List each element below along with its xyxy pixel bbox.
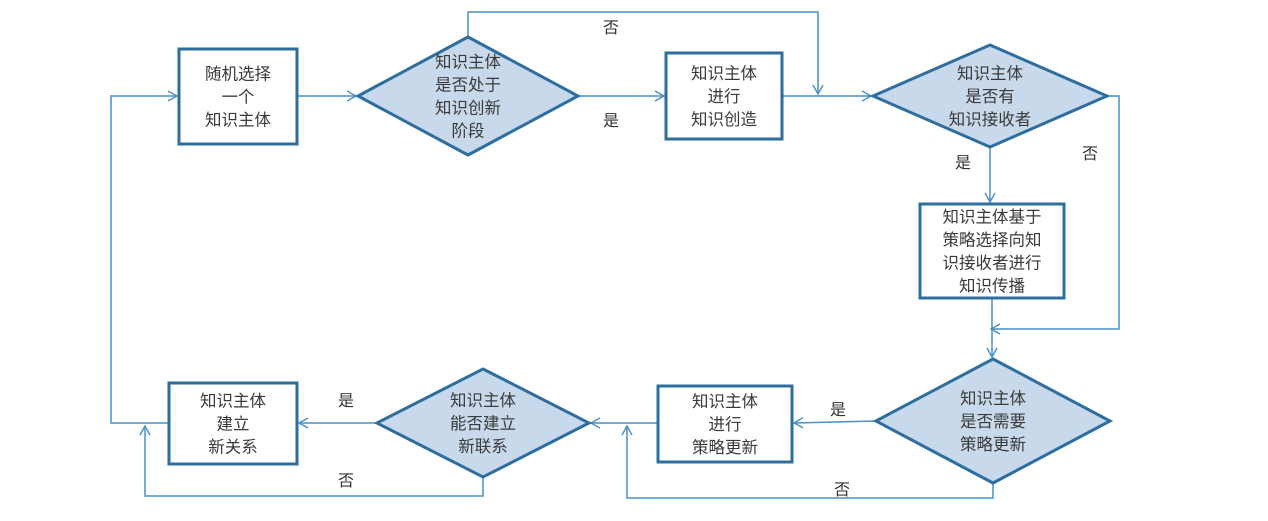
node-text-line: 能否建立 bbox=[450, 414, 516, 433]
node-text-line: 建立 bbox=[217, 415, 250, 434]
node-text-line: 是否处于 bbox=[435, 76, 501, 95]
process-box bbox=[664, 51, 784, 141]
node-text-line: 策略选择向知 bbox=[943, 231, 1042, 250]
node-text-line: 策略更新 bbox=[960, 435, 1026, 454]
node-text-line: 阶段 bbox=[452, 122, 485, 141]
node-text-line: 进行 bbox=[709, 415, 742, 434]
process-box bbox=[656, 384, 794, 464]
label-d1-yes: 是 bbox=[603, 111, 619, 130]
node-text-line: 知识创新 bbox=[435, 99, 501, 118]
connectors bbox=[110, 11, 1120, 499]
edge-d3-n4 bbox=[792, 417, 877, 429]
node-text-line: 知识接收者 bbox=[949, 110, 1032, 129]
edge-d3-d4-no bbox=[621, 424, 994, 499]
decision-diamond bbox=[872, 357, 1114, 485]
process-box bbox=[177, 47, 299, 146]
node-text-line: 知识主体基于 bbox=[943, 208, 1042, 227]
node-text-line: 知识主体 bbox=[435, 53, 502, 72]
label-d3-no: 否 bbox=[834, 480, 850, 499]
node-text-line: 新关系 bbox=[208, 438, 258, 457]
label-d2-yes: 是 bbox=[955, 153, 971, 172]
node-text-line: 知识创造 bbox=[691, 110, 758, 129]
label-d4-yes: 是 bbox=[338, 391, 354, 410]
node-text-line: 是否需要 bbox=[960, 412, 1026, 431]
node-text-line: 策略更新 bbox=[692, 438, 758, 457]
edge-labels: 是否是否是否是否 bbox=[338, 18, 1098, 499]
decision-diamond bbox=[373, 367, 593, 479]
node-text-line: 新联系 bbox=[458, 437, 508, 456]
label-d1-no: 否 bbox=[603, 18, 619, 37]
edge-d2-d3-no bbox=[989, 95, 1120, 335]
node-text-line: 随机选择 bbox=[205, 65, 272, 84]
node-text-line: 知识主体 bbox=[450, 391, 517, 410]
edge-d4-n1-no bbox=[139, 424, 484, 497]
node-text-line: 知识主体 bbox=[200, 392, 267, 411]
node-text-line: 是否有 bbox=[965, 87, 1015, 106]
node-text-line: 进行 bbox=[708, 87, 741, 106]
node-text-line: 知识传播 bbox=[959, 277, 1026, 296]
edge-n5-n1 bbox=[110, 90, 179, 424]
node-text-line: 知识主体 bbox=[691, 64, 758, 83]
decision-diamond bbox=[869, 43, 1111, 149]
node-text-line: 知识主体 bbox=[960, 389, 1027, 408]
process-box bbox=[167, 381, 299, 466]
node-text-line: 一个 bbox=[222, 88, 255, 107]
node-text-line: 知识主体 bbox=[205, 111, 272, 130]
process-box bbox=[918, 202, 1066, 300]
label-d3-yes: 是 bbox=[830, 400, 846, 419]
edge-d1-d2-no bbox=[467, 11, 824, 96]
nodes: 随机选择一个知识主体知识主体是否处于知识创新阶段知识主体进行知识创造知识主体是否… bbox=[167, 35, 1114, 485]
label-d2-no: 否 bbox=[1082, 144, 1098, 163]
node-text-line: 知识主体 bbox=[692, 392, 759, 411]
decision-diamond bbox=[354, 35, 582, 157]
node-text-line: 知识主体 bbox=[957, 64, 1024, 83]
node-text-line: 识接收者进行 bbox=[943, 254, 1042, 273]
label-d4-no: 否 bbox=[338, 471, 354, 490]
